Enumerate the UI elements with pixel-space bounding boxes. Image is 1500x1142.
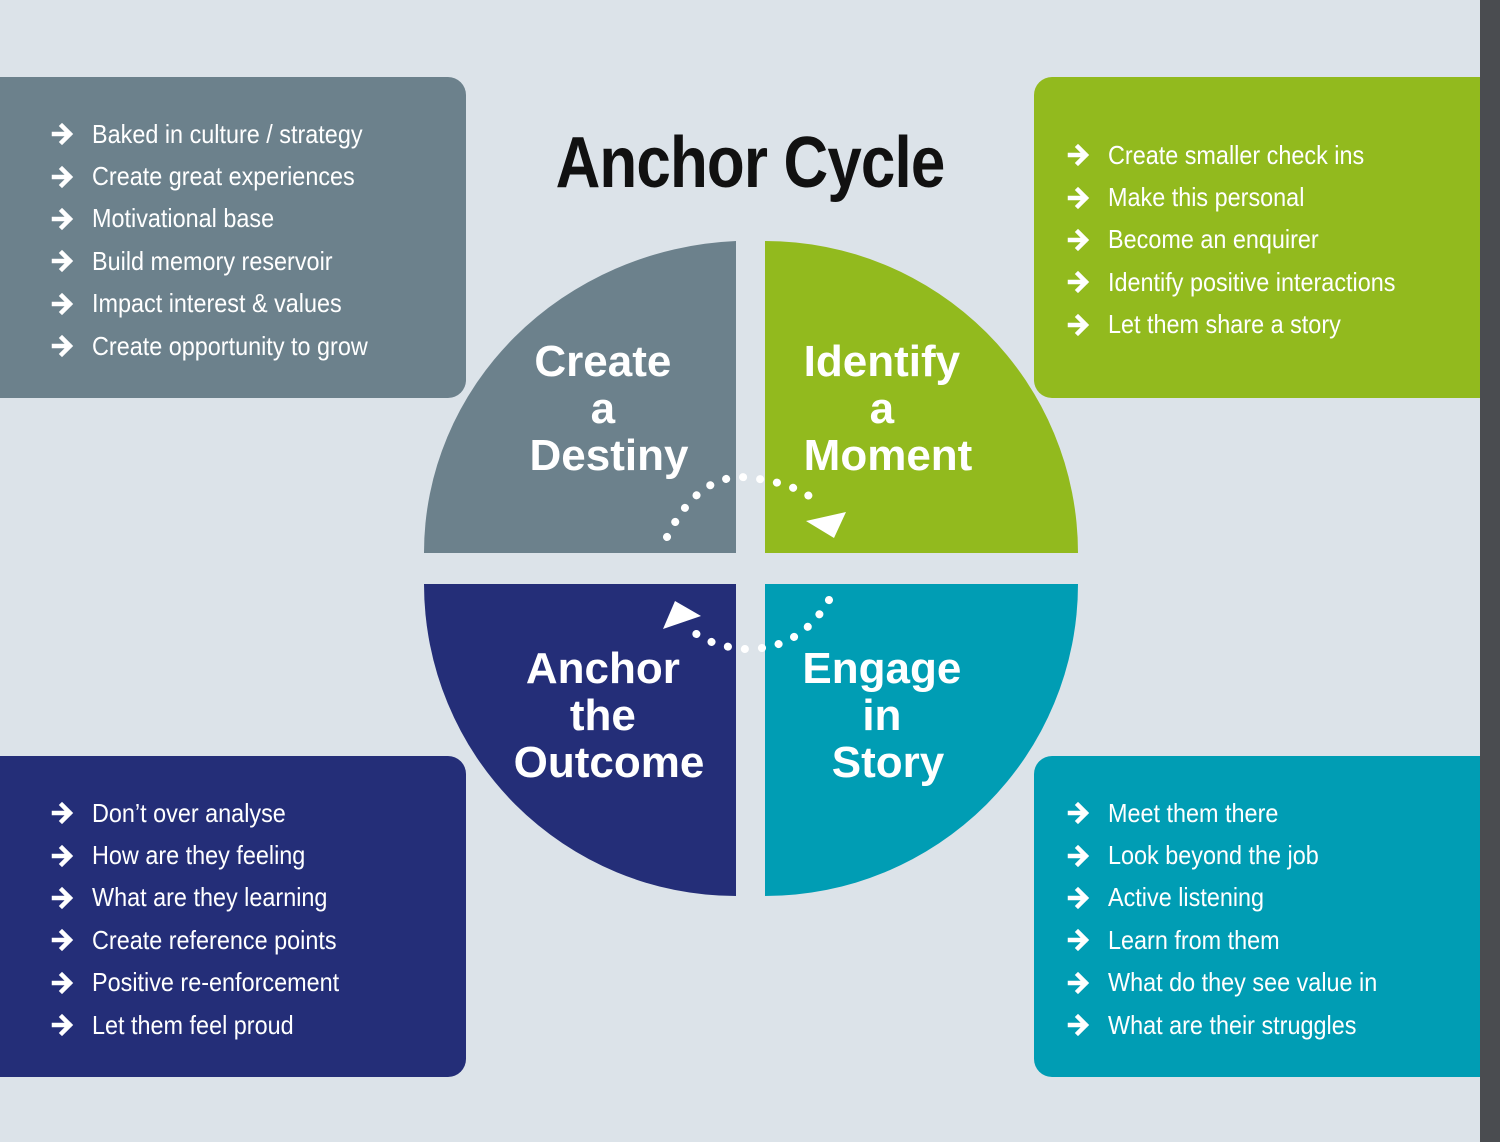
- list-item-text: Look beyond the job: [1108, 840, 1319, 871]
- list-item: Don’t over analyse: [50, 792, 466, 834]
- quadrant-label-engage-story: Engage in Story: [802, 644, 973, 787]
- arrow-right-icon: [50, 927, 76, 953]
- list-item: Identify positive interactions: [1066, 261, 1480, 303]
- list-item: What are they learning: [50, 877, 466, 919]
- list-item-text: Identify positive interactions: [1108, 266, 1396, 297]
- arrow-right-icon: [50, 1012, 76, 1038]
- list-item-text: Create smaller check ins: [1108, 139, 1365, 170]
- list-item-text: Active listening: [1108, 882, 1265, 913]
- dotted-curved-arrow-icon: [663, 473, 846, 541]
- list-item: What do they see value in: [1066, 962, 1480, 1004]
- list-item: Make this personal: [1066, 176, 1480, 218]
- quadrant-anchor-outcome: [424, 584, 736, 896]
- list-item: Positive re-enforcement: [50, 962, 466, 1004]
- arrow-right-icon: [1066, 312, 1092, 338]
- arrow-right-icon: [1066, 227, 1092, 253]
- arrow-right-icon: [1066, 843, 1092, 869]
- arrow-right-icon: [50, 291, 76, 317]
- arrow-right-icon: [1066, 885, 1092, 911]
- list-item: What are their struggles: [1066, 1004, 1480, 1046]
- list-item-text: Baked in culture / strategy: [92, 118, 363, 149]
- quadrant-label-identify-moment: Identify a Moment: [804, 337, 973, 480]
- list-item-text: Become an enquirer: [1108, 224, 1319, 255]
- list-item: Look beyond the job: [1066, 834, 1480, 876]
- arrow-right-icon: [50, 843, 76, 869]
- arrow-right-icon: [50, 885, 76, 911]
- arrow-right-icon: [50, 970, 76, 996]
- list-item-text: Don’t over analyse: [92, 797, 286, 828]
- list-item: Create reference points: [50, 919, 466, 961]
- list-item-text: Build memory reservoir: [92, 245, 333, 276]
- quadrant-create-destiny: [423, 241, 736, 553]
- arrow-right-icon: [50, 248, 76, 274]
- list-item-text: Let them share a story: [1108, 309, 1341, 340]
- arrow-right-icon: [50, 800, 76, 826]
- list-item-text: What are they learning: [92, 882, 328, 913]
- list-item: Active listening: [1066, 877, 1480, 919]
- quadrant-engage-story: [765, 584, 1078, 896]
- arrow-right-icon: [1066, 970, 1092, 996]
- arrow-right-icon: [50, 333, 76, 359]
- list-item: Create great experiences: [50, 155, 466, 197]
- quadrant-label-create-destiny: Create a Destiny: [530, 337, 689, 480]
- list-item: Create smaller check ins: [1066, 134, 1480, 176]
- arrow-right-icon: [50, 206, 76, 232]
- list-item-text: Meet them there: [1108, 797, 1279, 828]
- arrow-right-icon: [1066, 1012, 1092, 1038]
- list-item-text: Impact interest & values: [92, 288, 342, 319]
- list-item: Motivational base: [50, 198, 466, 240]
- list-item-text: Make this personal: [1108, 182, 1305, 213]
- list-item: Become an enquirer: [1066, 219, 1480, 261]
- arrow-right-icon: [1066, 927, 1092, 953]
- list-item: Let them share a story: [1066, 304, 1480, 346]
- arrow-right-icon: [50, 164, 76, 190]
- list-item: Let them feel proud: [50, 1004, 466, 1046]
- list-item: Create opportunity to grow: [50, 325, 466, 367]
- arrow-right-icon: [1066, 185, 1092, 211]
- list-item-text: What are their struggles: [1108, 1009, 1357, 1040]
- list-item: Build memory reservoir: [50, 240, 466, 282]
- dotted-curved-arrow-icon: [663, 596, 833, 654]
- quadrant-label-anchor-outcome: Anchor the Outcome: [514, 644, 705, 787]
- list-item: Learn from them: [1066, 919, 1480, 961]
- diagram-title: Anchor Cycle: [555, 123, 946, 203]
- list-item-text: Create opportunity to grow: [92, 330, 368, 361]
- list-item: Impact interest & values: [50, 283, 466, 325]
- list-item-text: Motivational base: [92, 203, 275, 234]
- page-edge-bar: [1480, 0, 1500, 1142]
- arrow-right-icon: [1066, 269, 1092, 295]
- arrow-right-icon: [1066, 800, 1092, 826]
- list-item-text: Learn from them: [1108, 924, 1280, 955]
- arrow-right-icon: [1066, 142, 1092, 168]
- list-item-text: Create great experiences: [92, 161, 355, 192]
- arrow-right-icon: [50, 121, 76, 147]
- list-item-text: How are they feeling: [92, 840, 306, 871]
- quadrant-identify-moment: [765, 241, 1078, 553]
- list-item-text: Create reference points: [92, 924, 337, 955]
- list-item-text: Let them feel proud: [92, 1009, 294, 1040]
- list-item: How are they feeling: [50, 834, 466, 876]
- list-item: Meet them there: [1066, 792, 1480, 834]
- list-item-text: What do they see value in: [1108, 967, 1378, 998]
- list-item-text: Positive re-enforcement: [92, 967, 340, 998]
- list-item: Baked in culture / strategy: [50, 113, 466, 155]
